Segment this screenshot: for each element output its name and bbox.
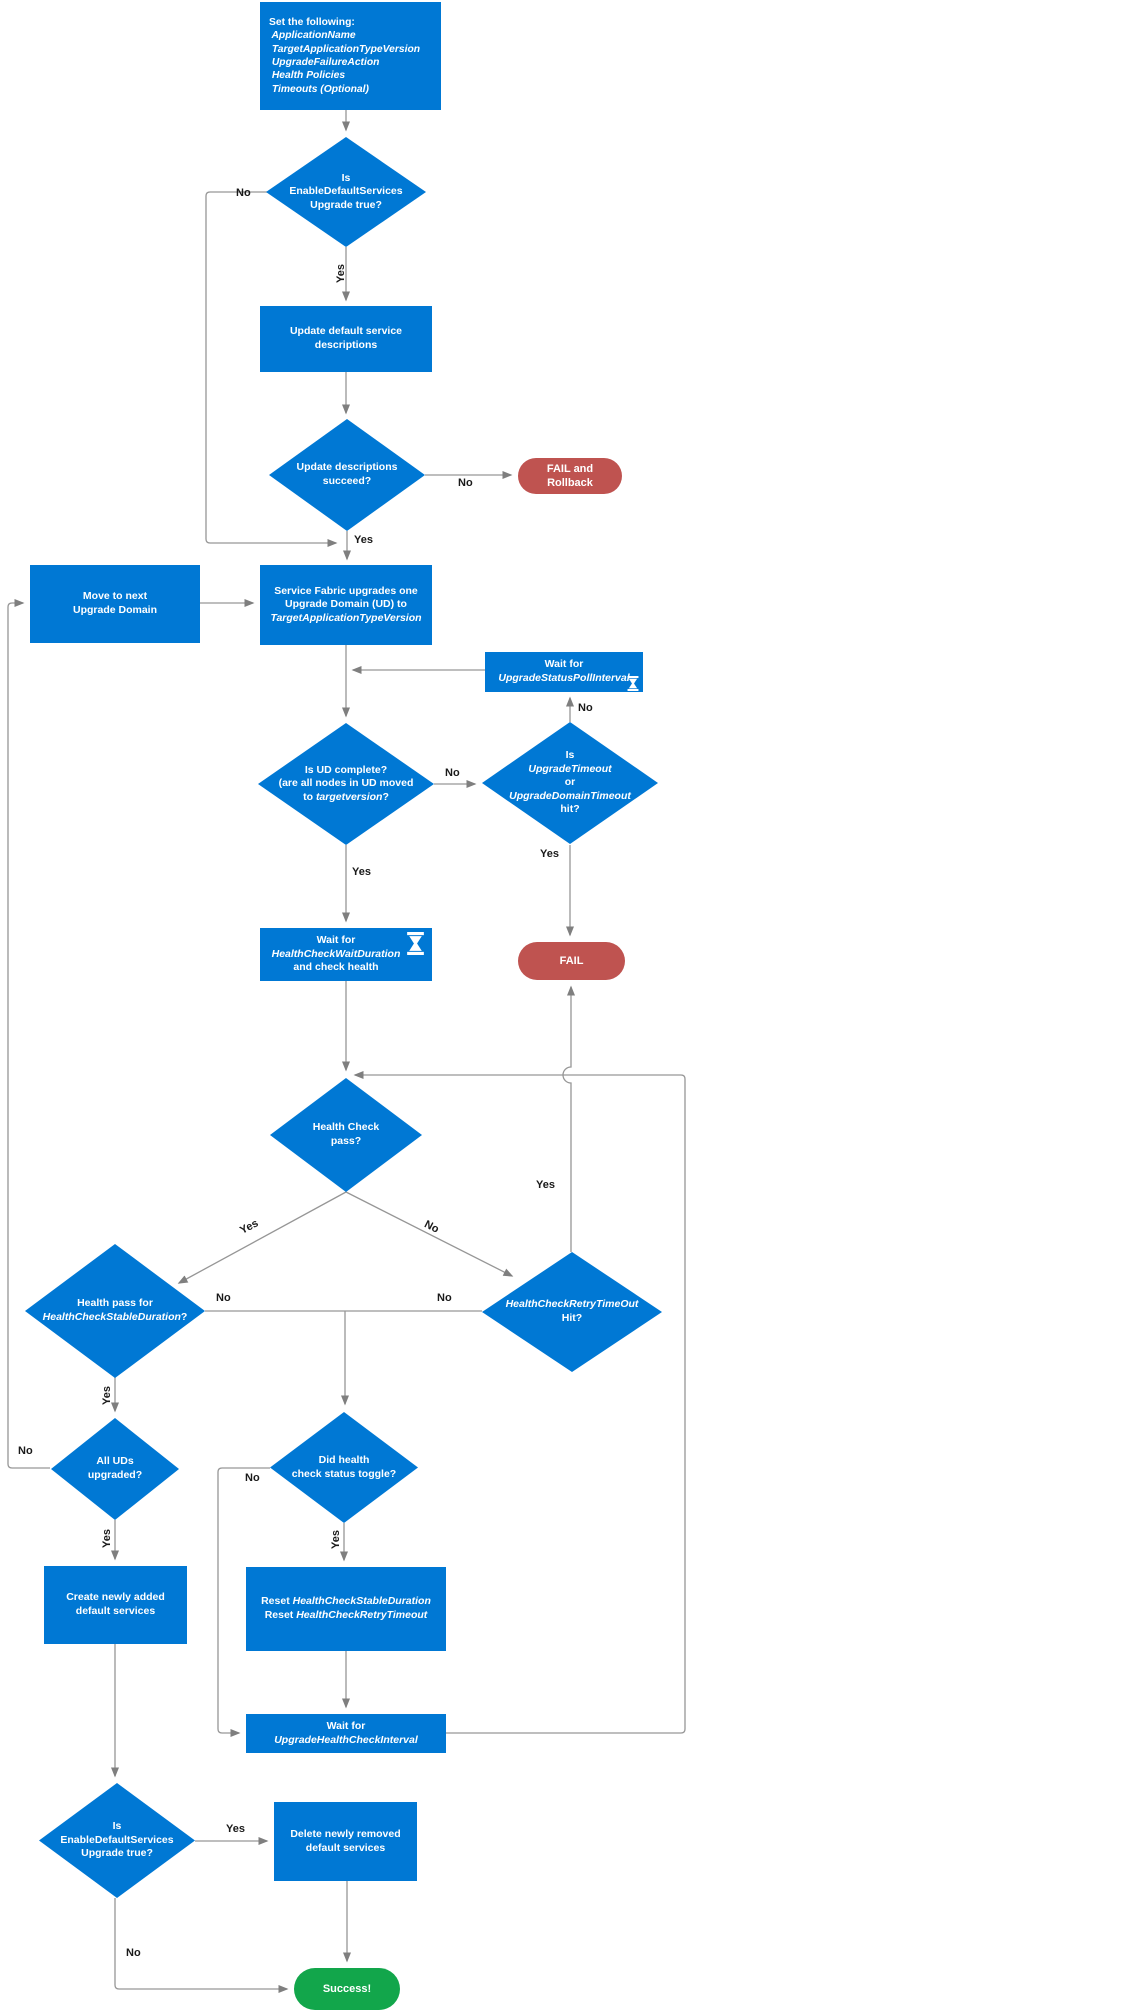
edge-label-yes: Yes: [354, 534, 373, 546]
edge-label-no: No: [236, 187, 251, 199]
edge-label-yes: Yes: [334, 264, 347, 283]
terminator-success: Success!: [294, 1968, 400, 2010]
edge-label-yes: Yes: [536, 1179, 555, 1191]
edge-label-yes: Yes: [238, 1217, 261, 1237]
hourglass-icon: [407, 932, 424, 955]
edge-label-yes: Yes: [100, 1529, 113, 1548]
process-set-parameters: Set the following: ApplicationName Targe…: [260, 2, 441, 110]
edge-label-yes: Yes: [329, 1530, 342, 1549]
edge-label-no: No: [437, 1292, 452, 1304]
edge-label-no: No: [18, 1445, 33, 1457]
edge-label-no: No: [578, 702, 593, 714]
edge-label-no: No: [216, 1292, 231, 1304]
edge-label-no: No: [445, 767, 460, 779]
edge-label-yes: Yes: [100, 1386, 113, 1405]
decision-ud-complete: Is UD complete?(are all nodes in UD move…: [258, 723, 434, 845]
edge-label-yes: Yes: [540, 848, 559, 860]
edge-label-no: No: [422, 1218, 441, 1236]
edge-label-yes: Yes: [226, 1823, 245, 1835]
hourglass-icon: [627, 676, 639, 691]
edge-label-no: No: [245, 1472, 260, 1484]
edge-label-no: No: [126, 1947, 141, 1959]
edge-label-yes: Yes: [352, 866, 371, 878]
terminator-fail: FAIL: [518, 942, 625, 980]
edge-label-no: No: [458, 477, 473, 489]
